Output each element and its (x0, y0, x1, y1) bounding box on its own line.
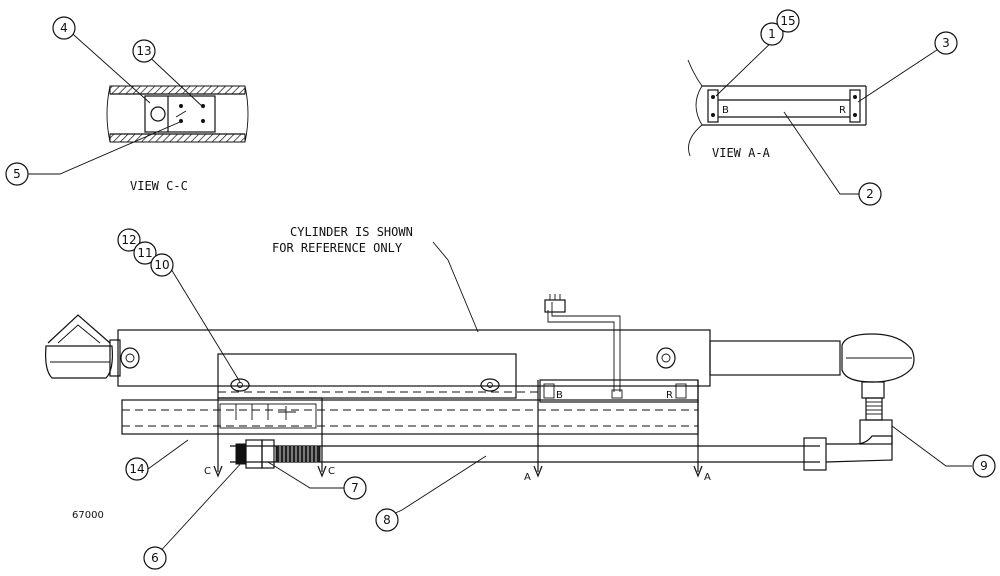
sensor-r-mark: R (666, 390, 673, 401)
view-cc: VIEW C-C (106, 85, 249, 193)
callout-11: 11 (133, 241, 157, 265)
left-rod-end (45, 314, 121, 379)
svg-text:10: 10 (154, 258, 169, 272)
sensor-b-mark: B (556, 390, 563, 401)
svg-text:11: 11 (137, 246, 152, 260)
section-a-left: A (524, 472, 531, 483)
callout-5: 5 (5, 162, 29, 186)
svg-text:6: 6 (151, 551, 159, 565)
callout-10: 10 (150, 253, 174, 277)
view-cc-label: VIEW C-C (130, 179, 188, 193)
view-aa: B R VIEW A-A (687, 59, 867, 160)
section-c-left: C (204, 466, 211, 477)
right-rod-end (841, 333, 915, 445)
callout-7: 7 (343, 476, 367, 500)
callout-4: 4 (52, 16, 76, 40)
svg-text:3: 3 (942, 36, 950, 50)
leader-lines (28, 27, 972, 557)
section-a-right: A (704, 472, 711, 483)
svg-text:12: 12 (121, 233, 136, 247)
drawing-number: 67000 (72, 510, 104, 521)
callout-2: 2 (858, 182, 882, 206)
reference-note: CYLINDER IS SHOWN FOR REFERENCE ONLY (272, 225, 479, 333)
svg-text:14: 14 (129, 462, 144, 476)
sensor-block (539, 379, 699, 403)
view-aa-b-mark: B (722, 105, 729, 116)
callout-15: 15 (776, 9, 800, 33)
callout-1: 1 (760, 22, 784, 46)
svg-text:13: 13 (136, 44, 151, 58)
svg-text:2: 2 (866, 187, 874, 201)
mounting-bracket (217, 353, 517, 399)
svg-text:9: 9 (980, 459, 988, 473)
cylinder-body (117, 329, 711, 387)
callout-8: 8 (375, 508, 399, 532)
svg-text:15: 15 (780, 14, 795, 28)
callout-14: 14 (125, 457, 149, 481)
callout-9: 9 (972, 454, 996, 478)
svg-text:8: 8 (383, 513, 391, 527)
view-aa-r-mark: R (839, 105, 846, 116)
view-aa-label: VIEW A-A (712, 146, 771, 160)
main-assembly: B R (45, 294, 915, 483)
cylinder-rod (709, 340, 841, 376)
callout-13: 13 (132, 39, 156, 63)
svg-text:1: 1 (768, 27, 776, 41)
callout-3: 3 (934, 31, 958, 55)
section-c-right: C (328, 466, 335, 477)
svg-text:5: 5 (13, 167, 21, 181)
channel (121, 399, 699, 435)
note-line-1: CYLINDER IS SHOWN (290, 225, 413, 239)
callout-12: 12 (117, 228, 141, 252)
svg-text:7: 7 (351, 481, 359, 495)
note-line-2: FOR REFERENCE ONLY (272, 241, 403, 255)
svg-text:4: 4 (60, 21, 68, 35)
callout-6: 6 (143, 546, 167, 570)
